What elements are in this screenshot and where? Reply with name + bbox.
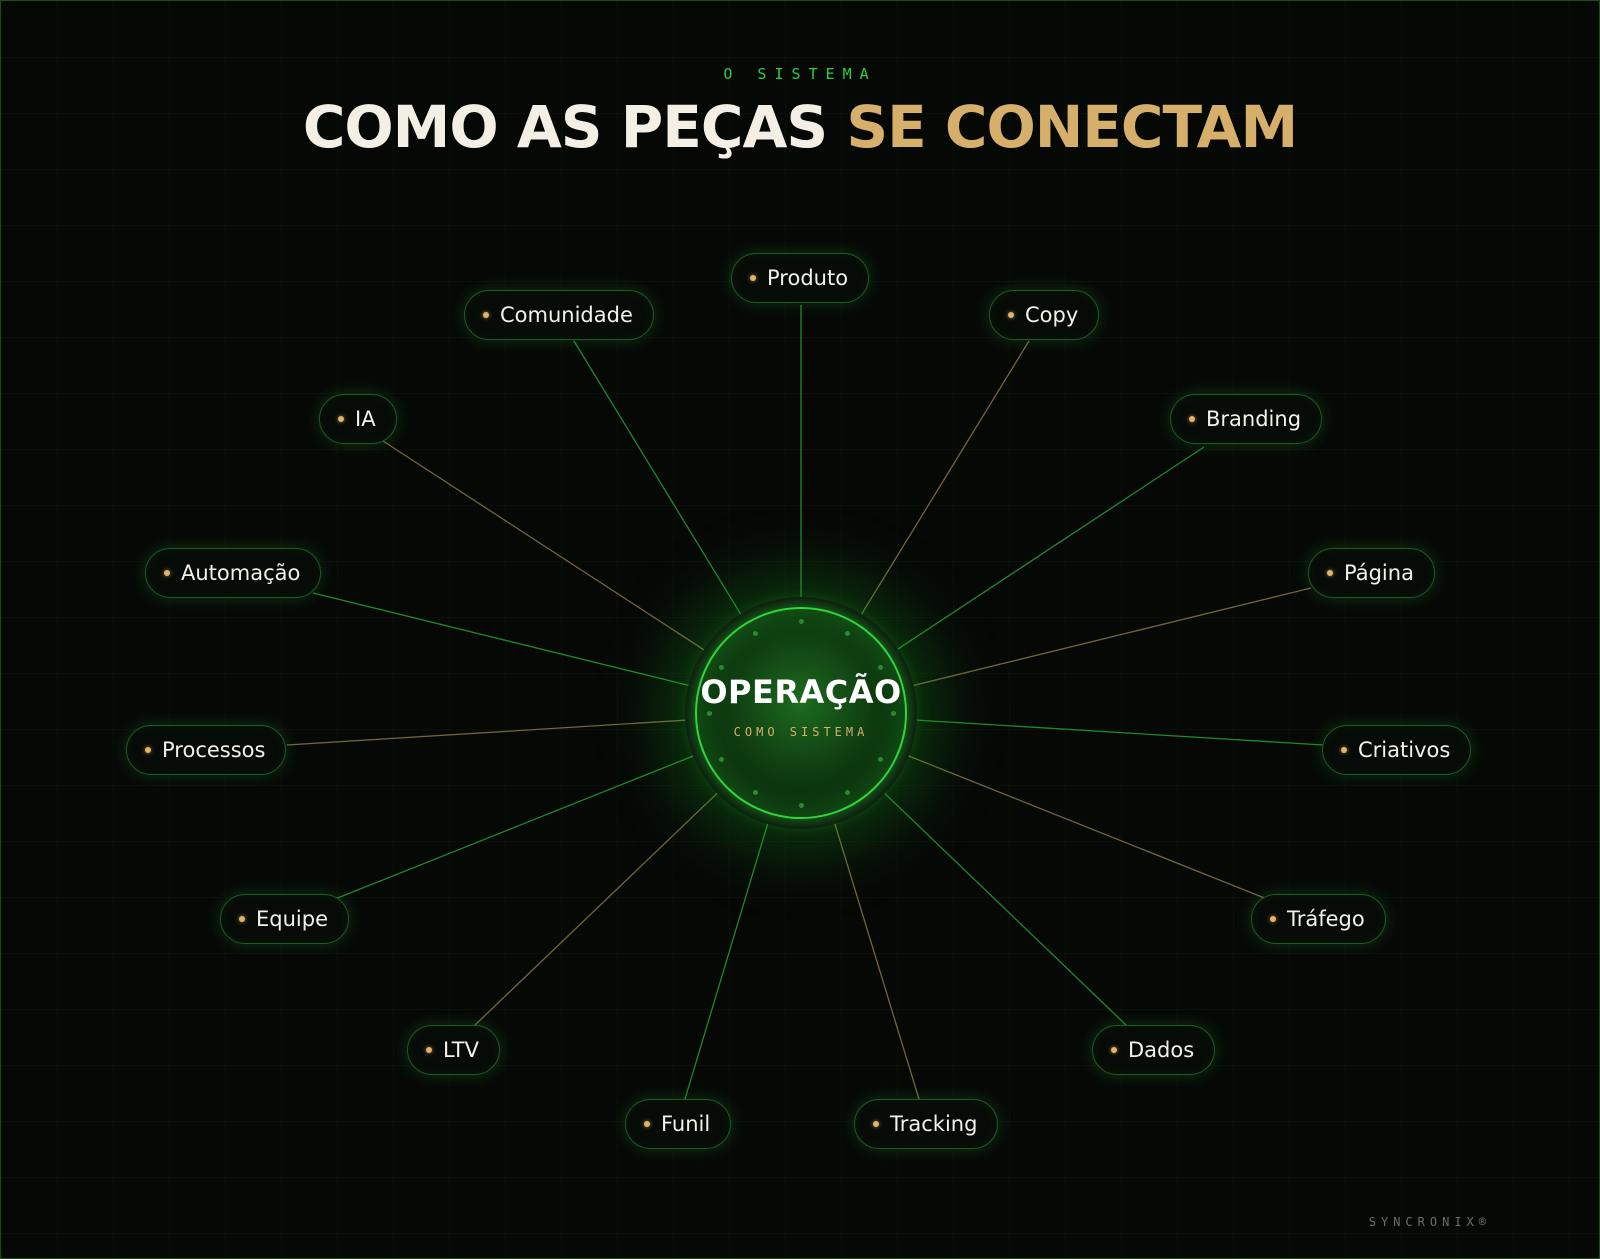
connector-line xyxy=(474,791,720,1026)
node-comunidade[interactable]: Comunidade xyxy=(464,290,654,340)
connector-line xyxy=(833,821,920,1100)
node-bullet-icon xyxy=(1008,312,1014,318)
node-trafego[interactable]: Tráfego xyxy=(1251,894,1386,944)
hub-title: OPERAÇÃO xyxy=(700,673,902,711)
node-label: IA xyxy=(355,407,376,431)
node-label: Automação xyxy=(181,561,301,585)
connector-line xyxy=(914,719,1324,746)
node-label: Tráfego xyxy=(1287,907,1365,931)
node-label: Página xyxy=(1344,561,1414,585)
node-bullet-icon xyxy=(483,312,489,318)
node-label: Branding xyxy=(1206,407,1302,431)
connector-line xyxy=(684,821,769,1100)
title-part-1: COMO AS PEÇAS xyxy=(302,93,828,161)
connector-line xyxy=(895,446,1205,651)
node-label: Copy xyxy=(1025,303,1079,327)
hub-subtitle: COMO SISTEMA xyxy=(733,725,869,739)
node-bullet-icon xyxy=(750,275,756,281)
hub-tick-dot xyxy=(798,802,804,808)
hub-tick-dot xyxy=(718,756,724,762)
node-bullet-icon xyxy=(644,1121,650,1127)
node-automacao[interactable]: Automação xyxy=(145,548,322,598)
hub-tick-dot xyxy=(752,630,758,636)
connector-line xyxy=(382,440,706,652)
node-bullet-icon xyxy=(426,1047,432,1053)
section-eyebrow: O SISTEMA xyxy=(723,65,877,83)
node-copy[interactable]: Copy xyxy=(989,290,1100,340)
hub-tick-dot xyxy=(878,756,884,762)
node-bullet-icon xyxy=(1111,1047,1117,1053)
connector-line xyxy=(312,592,691,687)
connector-line xyxy=(334,754,696,900)
node-bullet-icon xyxy=(873,1121,879,1127)
node-bullet-icon xyxy=(145,747,151,753)
connector-line xyxy=(882,791,1127,1026)
connector-line xyxy=(573,340,743,617)
node-branding[interactable]: Branding xyxy=(1170,394,1323,444)
node-label: Tracking xyxy=(890,1112,978,1136)
node-label: LTV xyxy=(443,1038,480,1062)
node-label: Dados xyxy=(1128,1038,1195,1062)
node-label: Funil xyxy=(661,1112,711,1136)
hub-core: OPERAÇÃO COMO SISTEMA xyxy=(695,607,907,819)
node-bullet-icon xyxy=(1327,570,1333,576)
brand-watermark: SYNCRONIX® xyxy=(1368,1215,1491,1229)
node-bullet-icon xyxy=(1270,916,1276,922)
node-funil[interactable]: Funil xyxy=(625,1099,732,1149)
node-label: Comunidade xyxy=(500,303,633,327)
node-processos[interactable]: Processos xyxy=(126,725,287,775)
node-tracking[interactable]: Tracking xyxy=(854,1099,999,1149)
node-bullet-icon xyxy=(1189,416,1195,422)
node-bullet-icon xyxy=(164,570,170,576)
connector-line xyxy=(906,754,1268,900)
hub-tick-dot xyxy=(878,664,884,670)
node-equipe[interactable]: Equipe xyxy=(220,894,349,944)
hub-tick-dot xyxy=(798,618,804,624)
node-label: Equipe xyxy=(256,907,328,931)
node-ia[interactable]: IA xyxy=(319,394,397,444)
page-title: COMO AS PEÇAS SE CONECTAM xyxy=(1,93,1599,161)
node-produto[interactable]: Produto xyxy=(731,253,870,303)
node-criativos[interactable]: Criativos xyxy=(1322,725,1472,775)
connector-line xyxy=(911,587,1312,687)
hub-tick-dot xyxy=(844,630,850,636)
hub-tick-dot xyxy=(752,790,758,796)
central-hub[interactable]: OPERAÇÃO COMO SISTEMA xyxy=(685,597,917,829)
node-label: Processos xyxy=(162,738,266,762)
node-ltv[interactable]: LTV xyxy=(407,1025,501,1075)
node-bullet-icon xyxy=(338,416,344,422)
node-pagina[interactable]: Página xyxy=(1308,548,1435,598)
node-dados[interactable]: Dados xyxy=(1092,1025,1216,1075)
node-bullet-icon xyxy=(239,916,245,922)
connector-line xyxy=(860,340,1030,617)
node-label: Produto xyxy=(767,266,849,290)
hub-tick-dot xyxy=(844,790,850,796)
hub-tick-dot xyxy=(718,664,724,670)
title-part-2: SE CONECTAM xyxy=(846,93,1298,161)
node-bullet-icon xyxy=(1341,747,1347,753)
hub-tick-dot xyxy=(706,710,712,716)
hub-tick-dot xyxy=(890,710,896,716)
node-label: Criativos xyxy=(1358,738,1451,762)
connector-line xyxy=(286,719,688,746)
